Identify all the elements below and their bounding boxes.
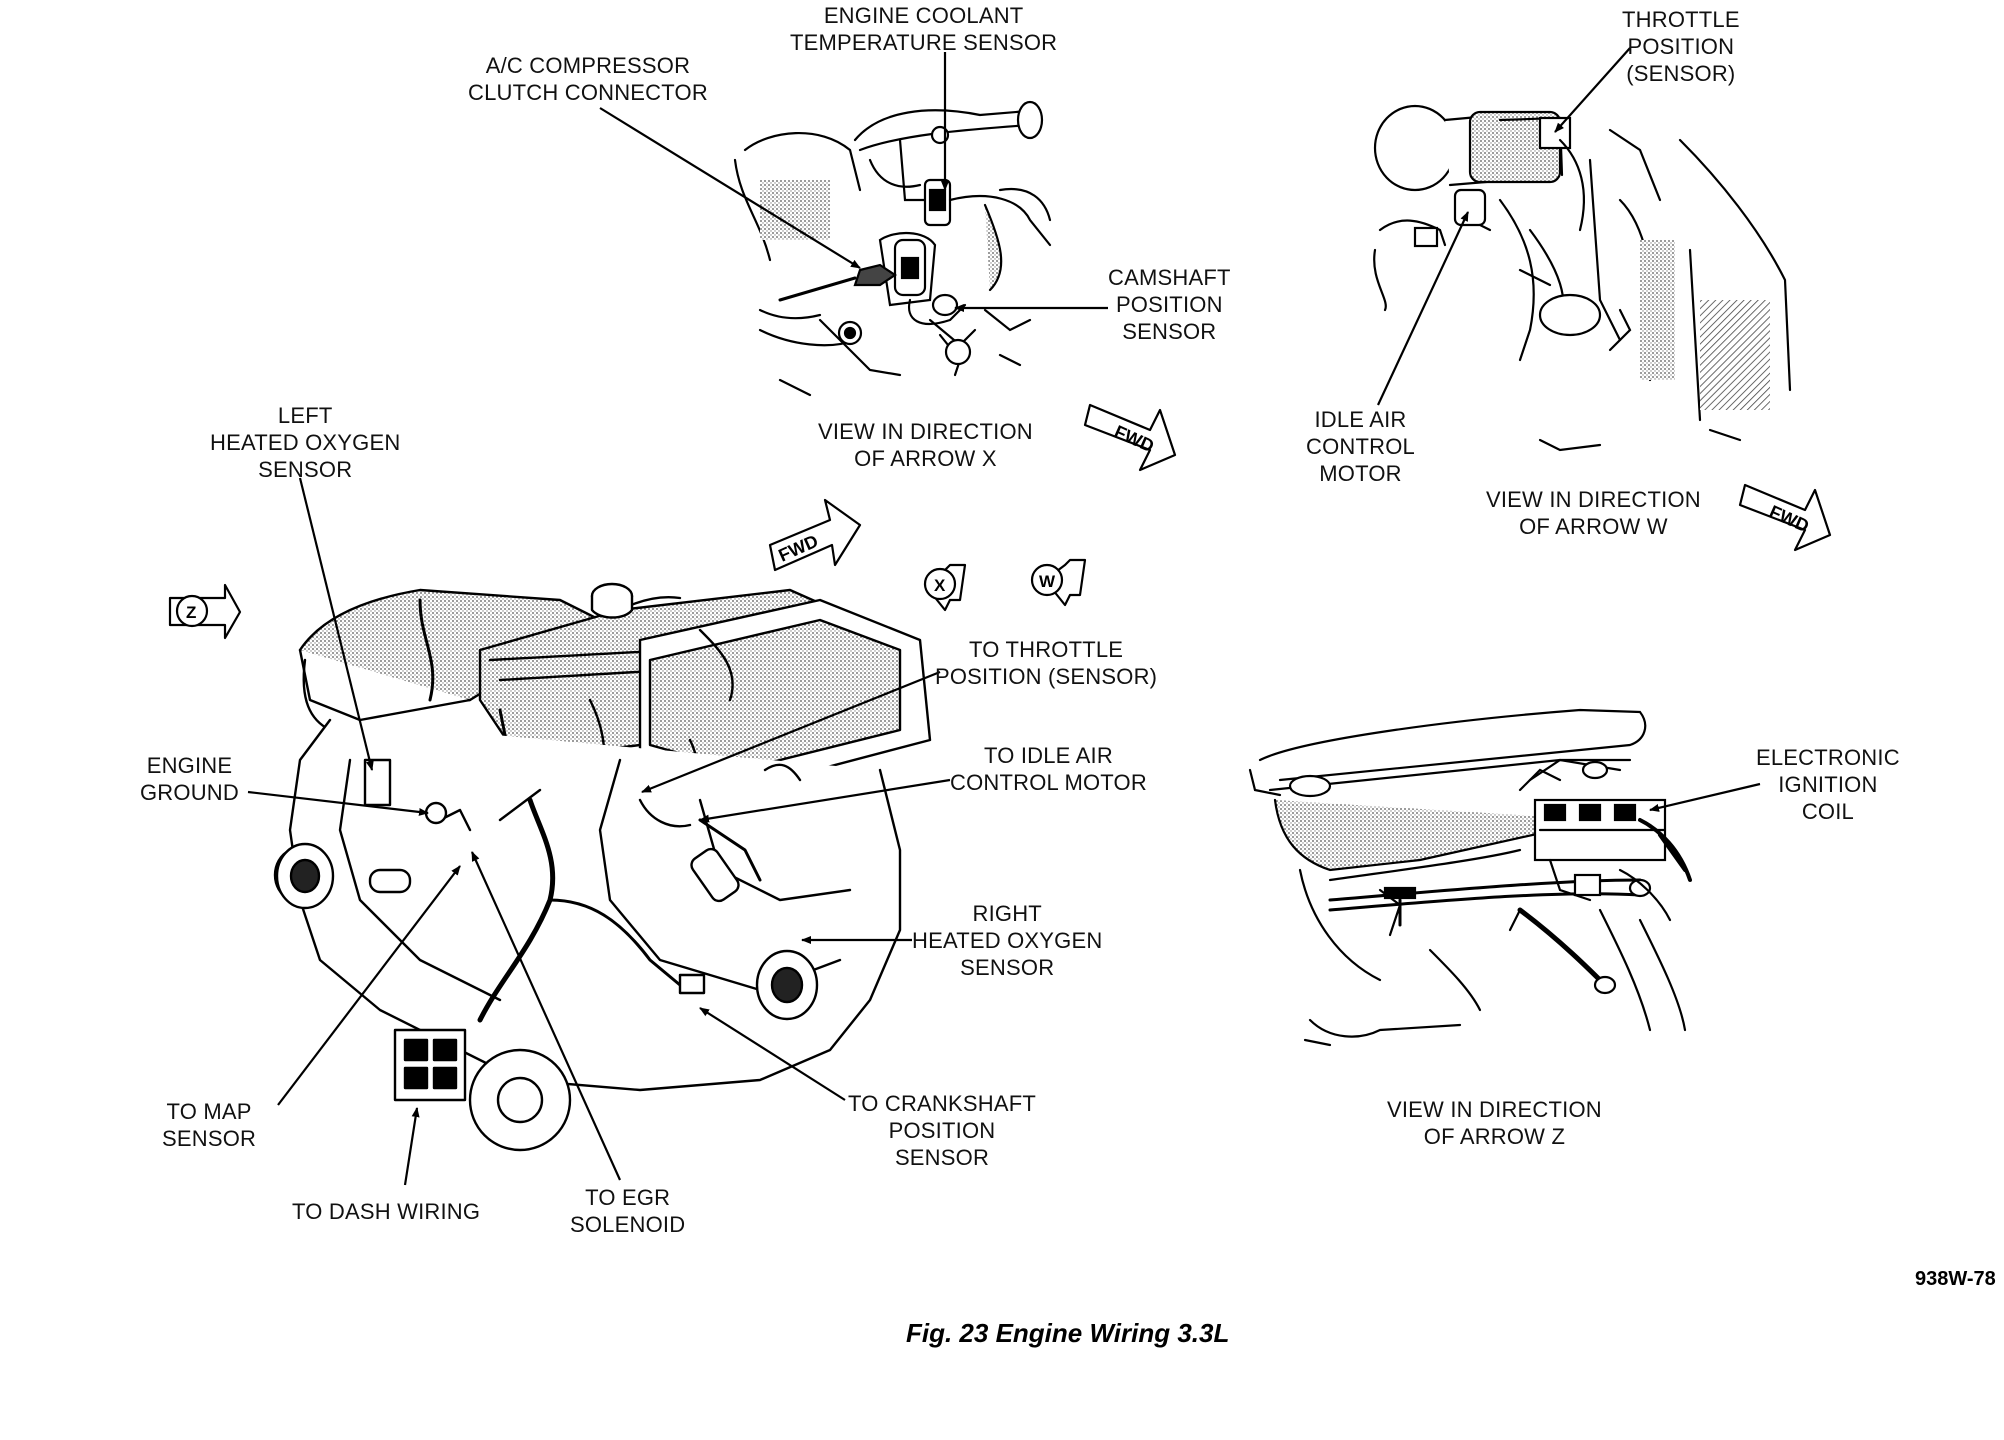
label-to-map-sensor: TO MAP SENSOR (162, 1099, 257, 1151)
label-electronic-ignition-coil: ELECTRONIC IGNITION COIL (1756, 745, 1900, 824)
view-x-illustration (733, 100, 1052, 397)
view-w-illustration (1373, 104, 1792, 452)
label-to-dash-wiring: TO DASH WIRING (292, 1199, 481, 1224)
label-to-throttle-position-sensor: TO THROTTLE POSITION (SENSOR) (935, 637, 1158, 689)
label-to-idle-air-control-motor: TO IDLE AIR CONTROL MOTOR (950, 743, 1147, 795)
label-throttle-position-sensor: THROTTLE POSITION (SENSOR) (1622, 7, 1740, 86)
label-left-heated-oxygen-sensor: LEFT HEATED OXYGEN SENSOR (210, 403, 401, 482)
label-idle-air-control-motor: IDLE AIR CONTROL MOTOR (1306, 407, 1415, 486)
label-view-in-direction-of-arrow-x: VIEW IN DIRECTION OF ARROW X (818, 419, 1033, 471)
figure-caption: Fig. 23 Engine Wiring 3.3L (906, 1318, 1230, 1348)
label-view-in-direction-of-arrow-z: VIEW IN DIRECTION OF ARROW Z (1387, 1097, 1602, 1149)
label-ac-compressor-clutch-connector: A/C COMPRESSOR CLUTCH CONNECTOR (468, 53, 708, 105)
label-engine-coolant-temperature-sensor: ENGINE COOLANT TEMPERATURE SENSOR (790, 3, 1058, 55)
label-to-egr-solenoid: TO EGR SOLENOID (570, 1185, 686, 1237)
figure-code: 938W-78 (1915, 1268, 1996, 1290)
direction-marker-shapes (168, 403, 1832, 640)
leader-lines (247, 47, 1761, 1186)
view-z-illustration (1248, 708, 1692, 1047)
main-engine-illustration (273, 582, 932, 1152)
label-engine-ground: ENGINE GROUND (140, 753, 239, 805)
label-right-heated-oxygen-sensor: RIGHT HEATED OXYGEN SENSOR (912, 901, 1103, 980)
label-to-crankshaft-position-sensor: TO CRANKSHAFT POSITION SENSOR (848, 1091, 1036, 1170)
label-view-in-direction-of-arrow-w: VIEW IN DIRECTION OF ARROW W (1486, 487, 1701, 539)
label-camshaft-position-sensor: CAMSHAFT POSITION SENSOR (1108, 265, 1231, 344)
